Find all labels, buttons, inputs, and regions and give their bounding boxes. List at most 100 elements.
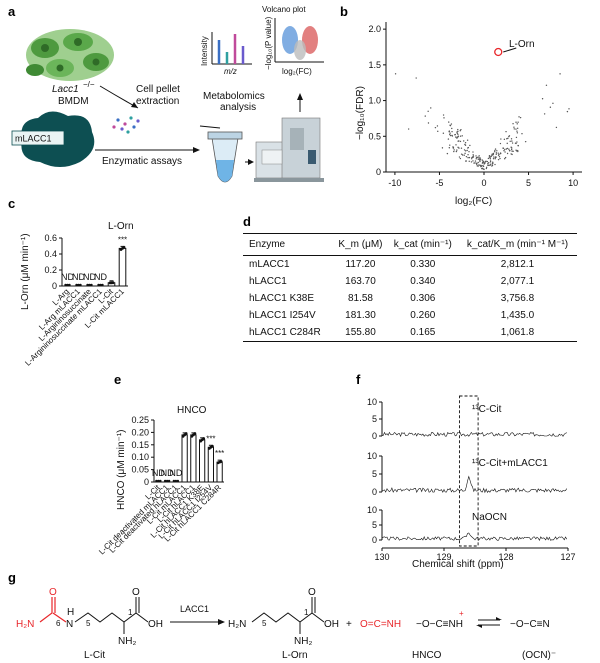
cell-enzyme: mLACC1 — [249, 259, 290, 270]
c-bar — [118, 247, 127, 287]
b-point — [453, 150, 455, 153]
kinetics-table: Enzyme K_m (μM) k_cat (min⁻¹) k_cat/K_m … — [243, 233, 577, 342]
cell-kcat-km: 1,435.0 — [500, 310, 535, 321]
c-significance: *** — [118, 235, 127, 244]
lorn-nh2: NH₂ — [294, 636, 312, 647]
table-row: hLACC1 K38E 81.58 0.306 3,756.8 — [243, 290, 577, 307]
b-point — [472, 154, 474, 156]
b-point — [463, 154, 465, 156]
b-point — [447, 138, 450, 140]
c-replicate-point — [99, 283, 102, 287]
c-nd-label: ND — [94, 272, 107, 282]
b-point — [521, 133, 523, 135]
b-point — [484, 161, 487, 163]
b-point — [467, 154, 469, 156]
arrow-cells-to-pellet — [99, 85, 139, 109]
b-point — [462, 140, 465, 142]
b-point — [469, 144, 471, 147]
f-highlight-box — [459, 395, 479, 547]
b-point — [508, 135, 511, 137]
kinetics-header-row: Enzyme K_m (μM) k_cat (min⁻¹) k_cat/K_m … — [243, 233, 577, 256]
lcit-n: N — [66, 619, 73, 630]
b-point — [481, 167, 484, 170]
e-y-tick-label: 0.05 — [131, 465, 149, 475]
c-replicate-point — [111, 281, 115, 285]
b-point — [508, 150, 511, 152]
b-point — [459, 157, 462, 160]
c-y-tick-label: 0.2 — [44, 265, 57, 275]
b-point — [493, 156, 495, 158]
b-point — [458, 156, 461, 158]
b-point — [430, 107, 432, 109]
lorn-structure: H₂N 5 O 1 OH NH₂ — [228, 587, 339, 647]
b-point — [436, 125, 439, 127]
b-point — [451, 127, 453, 130]
b-point — [475, 158, 477, 160]
panel-c-ylabel: L-Orn (μM min⁻¹) — [20, 233, 31, 310]
e-replicate-point — [157, 479, 160, 483]
b-point — [470, 161, 473, 163]
bmdm-cells-illustration — [26, 29, 114, 81]
lcit-num6: 6 — [56, 619, 61, 628]
e-y-tick-label: 0.20 — [131, 427, 149, 437]
f-spectrum-trace — [381, 475, 568, 494]
cell-enzyme: hLACC1 K38E — [249, 293, 315, 304]
b-point — [478, 155, 480, 157]
b-point — [543, 113, 546, 115]
b-point — [464, 152, 466, 155]
b-point — [478, 158, 480, 160]
lorn-num1: 1 — [304, 608, 309, 617]
panel-b-scatter-points — [394, 47, 570, 171]
b-point — [488, 156, 491, 158]
b-point — [495, 152, 498, 154]
b-point — [451, 130, 453, 133]
f-y-tick-label: 10 — [367, 505, 377, 515]
hnco-resonance-1: −O−C≡NH — [416, 619, 463, 630]
panel-f-series-3-label: NaOCN — [472, 512, 507, 523]
b-point — [492, 152, 494, 155]
lorn-num5: 5 — [262, 619, 267, 628]
b-point — [476, 162, 478, 164]
mlacc1-protein-illustration — [11, 111, 95, 167]
panel-label-f: f — [356, 372, 361, 387]
b-x-tick-label: 0 — [481, 178, 486, 188]
b-point — [517, 144, 519, 147]
b-highlight-point — [494, 47, 503, 57]
b-point — [516, 149, 519, 152]
b-point — [488, 162, 490, 164]
table-row: hLACC1 I254V 181.30 0.260 1,435.0 — [243, 307, 577, 324]
b-point — [506, 152, 509, 155]
e-significance: *** — [206, 434, 215, 443]
e-replicate-point — [155, 479, 158, 483]
panel-b-highlight-label: L-Orn — [509, 39, 535, 50]
b-point — [472, 155, 475, 157]
b-point — [493, 151, 496, 153]
cell-kcat-km: 1,061.8 — [457, 324, 577, 342]
b-point — [474, 162, 476, 164]
panel-f-xlabel: Chemical shift (ppm) — [412, 559, 504, 570]
f-y-tick-label: 0 — [372, 431, 377, 441]
cell-kcat-km: 2,812.1 — [500, 259, 535, 270]
b-x-tick-label: -5 — [435, 178, 443, 188]
b-point — [485, 166, 488, 169]
metabolomics-label-2: analysis — [220, 102, 256, 113]
cell-pellet-label-1: Cell pellet — [136, 84, 180, 95]
b-point — [460, 153, 463, 155]
plus-sign: + — [346, 619, 352, 630]
mini-mass-spectrum — [211, 32, 252, 65]
b-point — [503, 150, 505, 152]
b-point — [467, 156, 469, 159]
b-point — [456, 132, 458, 134]
e-bar — [216, 461, 223, 483]
b-point — [478, 164, 480, 166]
enzymatic-label: Enzymatic assays — [102, 156, 182, 167]
b-point — [458, 147, 460, 149]
lorn-h2n: H₂N — [228, 619, 246, 630]
cell-km: 163.70 — [345, 276, 376, 287]
hnco-label: HNCO — [412, 650, 442, 661]
b-point — [491, 164, 494, 167]
equilibrium-arrows — [476, 617, 502, 628]
b-point — [490, 155, 492, 158]
b-point — [455, 144, 457, 146]
e-replicate-point — [210, 444, 214, 448]
